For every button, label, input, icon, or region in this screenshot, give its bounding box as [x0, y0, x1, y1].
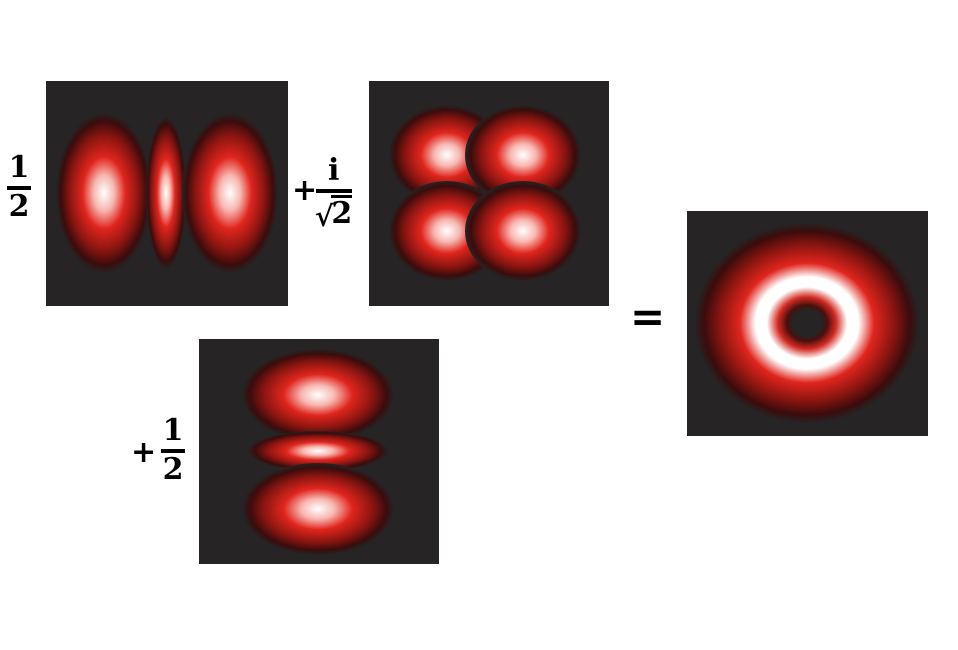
coefficient-1: 1 2	[7, 153, 31, 222]
coefficient-2-numerator: i	[327, 153, 340, 188]
fraction-bar	[7, 186, 31, 190]
coefficient-2: i √ 2	[315, 153, 353, 233]
ring	[695, 223, 919, 423]
orbital-panel-1	[46, 81, 288, 306]
coefficient-3: 1 2	[161, 416, 185, 485]
sqrt-two: √ 2	[315, 195, 353, 233]
orbital-panel-2	[369, 81, 609, 306]
coefficient-3-denominator: 2	[162, 452, 184, 487]
lobe	[465, 181, 581, 281]
orbital-result-image	[695, 223, 919, 423]
coefficient-1-denominator: 2	[8, 189, 30, 224]
orbital-image-1	[56, 113, 278, 273]
orbital-panel-3	[199, 339, 439, 564]
orbital-result-panel	[687, 211, 928, 436]
lobe	[182, 113, 278, 273]
fraction-bar	[315, 189, 352, 193]
plus-sign-2: +	[292, 173, 318, 208]
coefficient-1-numerator: 1	[8, 150, 30, 185]
lobe	[465, 105, 581, 205]
lobe	[242, 463, 394, 555]
orbital-image-2	[389, 105, 581, 281]
lobe	[146, 117, 186, 269]
fraction-bar	[161, 449, 185, 453]
plus-sign-3: +	[131, 435, 157, 470]
orbital-image-3	[242, 349, 394, 555]
radical-sign: √	[315, 200, 334, 233]
coefficient-2-denominator: 2	[331, 195, 353, 231]
lobe	[248, 431, 388, 471]
lobe	[56, 113, 152, 273]
coefficient-3-numerator: 1	[162, 413, 184, 448]
lobe	[242, 349, 394, 441]
equals-sign: =	[630, 292, 666, 341]
